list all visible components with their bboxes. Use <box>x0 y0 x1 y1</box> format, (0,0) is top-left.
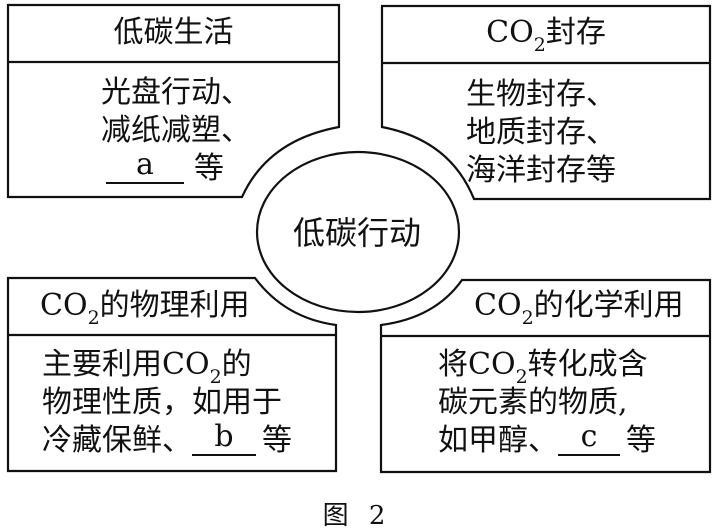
subscript: 2 <box>521 307 534 329</box>
subscript: 2 <box>533 34 546 56</box>
box-top-right-outline <box>380 4 712 201</box>
subscript: 2 <box>209 366 222 388</box>
box-bottom-right-outline <box>379 278 712 474</box>
title-suffix: 的化学利用 <box>533 288 684 323</box>
blank-c: c <box>558 422 620 456</box>
box-bottom-left-line-1: 主要利用CO2的 <box>42 346 252 396</box>
subscript: 2 <box>515 366 528 388</box>
line-prefix: 冷藏保鲜、 <box>42 423 192 458</box>
line-suffix: 转化成含 <box>527 347 648 382</box>
figure-caption: 图 2 <box>322 501 392 531</box>
box-bottom-right-line-2: 碳元素的物质, <box>438 385 628 420</box>
title-prefix: CO <box>474 288 522 323</box>
box-top-right-line-2: 地质封存、 <box>466 115 616 150</box>
title-prefix: CO <box>40 288 88 323</box>
line-prefix: 将CO <box>438 347 516 382</box>
box-bottom-right-title: CO2的化学利用 <box>474 287 684 337</box>
box-top-right-title: CO2封存 <box>382 14 710 64</box>
box-top-left-outline <box>6 3 341 199</box>
subscript: 2 <box>87 307 100 329</box>
line-prefix: 主要利用CO <box>42 347 210 382</box>
box-bottom-left-title: CO2的物理利用 <box>40 287 250 337</box>
suffix-text: 等 <box>262 423 292 458</box>
box-top-right-line-3: 海洋封存等 <box>466 153 616 188</box>
suffix-text: 等 <box>194 151 224 186</box>
suffix-text: 等 <box>626 423 656 458</box>
title-suffix: 封存 <box>545 15 606 50</box>
box-top-left-title: 低碳生活 <box>113 15 234 50</box>
line-prefix: 如甲醇、 <box>438 423 558 458</box>
box-top-left-line-2: 减纸减塑、 <box>101 113 251 148</box>
center-label: 低碳行动 <box>292 214 421 252</box>
blank-b: b <box>192 422 256 456</box>
box-bottom-left-line-2: 物理性质，如用于 <box>42 385 282 420</box>
center-ellipse <box>255 150 461 314</box>
title-prefix: CO <box>486 15 534 50</box>
box-top-left-line-1: 光盘行动、 <box>101 75 251 110</box>
title-suffix: 的物理利用 <box>99 288 250 323</box>
blank-a: a <box>106 150 184 184</box>
box-bottom-right-line-1: 将CO2转化成含 <box>438 346 648 396</box>
line-suffix: 的 <box>221 347 252 382</box>
box-bottom-left-outline <box>6 276 338 473</box>
box-top-right-line-1: 生物封存、 <box>466 77 616 112</box>
